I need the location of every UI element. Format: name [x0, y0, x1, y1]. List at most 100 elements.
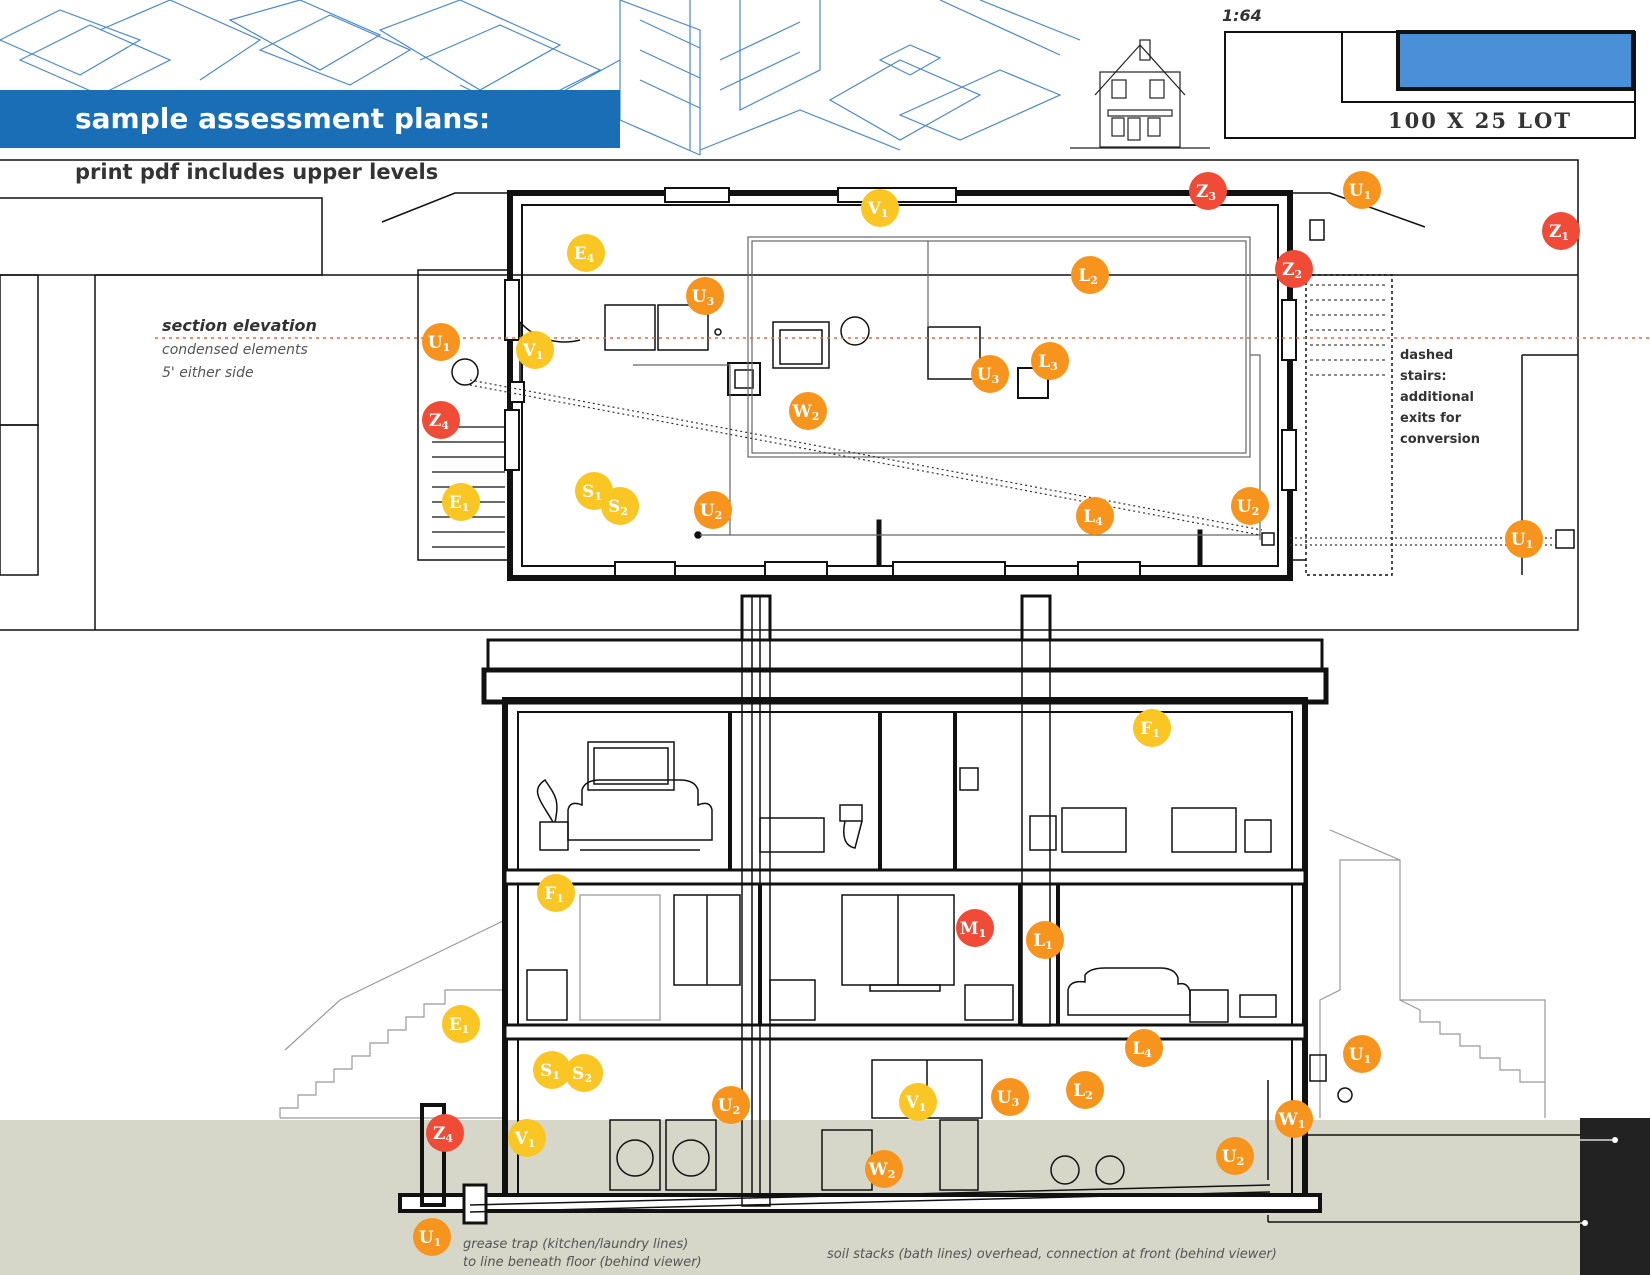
marker-plan-u2: U2	[694, 491, 732, 529]
marker-circle	[1275, 250, 1313, 288]
marker-circle	[442, 1005, 480, 1043]
marker-circle	[1133, 709, 1171, 747]
scale-label: 1:64	[1222, 6, 1262, 25]
marker-section-u3: U3	[991, 1078, 1029, 1116]
section-elevation-title: section elevation	[162, 316, 317, 335]
marker-section-m1: M1	[956, 909, 994, 947]
plan-ducts	[633, 236, 1262, 540]
marker-section-v1: V1	[899, 1083, 937, 1121]
marker-plan-u1: U1	[1343, 171, 1381, 209]
marker-section-v1: V1	[508, 1119, 546, 1157]
stairs-note-line: conversion	[1400, 432, 1480, 447]
marker-circle	[1343, 1035, 1381, 1073]
lot-size-label: 100 X 25 LOT	[1388, 108, 1572, 133]
marker-circle	[1076, 497, 1114, 535]
marker-plan-w2: W2	[789, 392, 827, 430]
marker-circle	[508, 1119, 546, 1157]
marker-circle	[516, 331, 554, 369]
marker-section-u2: U2	[712, 1086, 750, 1124]
marker-circle	[1505, 520, 1543, 558]
page-subtitle: print pdf includes upper levels	[75, 160, 439, 184]
marker-circle	[1189, 172, 1227, 210]
marker-circle	[1066, 1071, 1104, 1109]
plan-house-walls	[504, 187, 1297, 581]
marker-circle	[694, 491, 732, 529]
marker-plan-u1: U1	[1505, 520, 1543, 558]
marker-plan-u1: U1	[422, 323, 460, 361]
marker-circle	[601, 487, 639, 525]
marker-section-u1: U1	[1343, 1035, 1381, 1073]
marker-plan-z2: Z2	[1275, 250, 1313, 288]
marker-section-l2: L2	[1066, 1071, 1104, 1109]
grease-trap-note-line: to line beneath floor (behind viewer)	[463, 1255, 702, 1270]
marker-circle	[1275, 1100, 1313, 1138]
marker-circle	[442, 483, 480, 521]
marker-circle	[422, 323, 460, 361]
stairs-note-line: dashed	[1400, 348, 1454, 363]
marker-plan-e4: E4	[567, 234, 605, 272]
grease-trap-note: grease trap (kitchen/laundry lines) to l…	[463, 1236, 702, 1272]
stairs-note-line: exits for	[1400, 411, 1462, 426]
marker-plan-u2: U2	[1231, 487, 1269, 525]
marker-section-l1: L1	[1026, 921, 1064, 959]
marker-plan-z3: Z3	[1189, 172, 1227, 210]
marker-section-z4: Z4	[426, 1114, 464, 1152]
marker-circle	[686, 277, 724, 315]
marker-plan-l2: L2	[1071, 256, 1109, 294]
marker-circle	[1542, 212, 1580, 250]
plan-right-stairs-dashed	[1310, 284, 1386, 376]
marker-plan-s2: S2	[601, 487, 639, 525]
marker-plan-u3: U3	[971, 355, 1009, 393]
section-plumbing	[469, 595, 1580, 1223]
plan-interior	[451, 304, 1275, 546]
cottage-elevation-thumbnail	[1070, 39, 1210, 149]
marker-circle	[789, 392, 827, 430]
marker-section-e1: E1	[442, 1005, 480, 1043]
marker-circle	[1071, 256, 1109, 294]
lot-diagram	[1224, 30, 1636, 139]
marker-section-f1: F1	[1133, 709, 1171, 747]
section-elevation-note-1: condensed elements	[162, 342, 308, 358]
marker-plan-v1: V1	[861, 189, 899, 227]
marker-circle	[865, 1150, 903, 1188]
marker-section-w2: W2	[865, 1150, 903, 1188]
soil-stacks-note: soil stacks (bath lines) overhead, conne…	[827, 1247, 1277, 1262]
marker-circle	[971, 355, 1009, 393]
marker-section-u1: U1	[413, 1218, 451, 1256]
dashed-stairs-note: dashed stairs: additional exits for conv…	[1400, 345, 1480, 450]
marker-circle	[565, 1054, 603, 1092]
marker-circle	[1031, 342, 1069, 380]
marker-circle	[861, 189, 899, 227]
marker-circle	[413, 1218, 451, 1256]
marker-circle	[991, 1078, 1029, 1116]
marker-plan-v1: V1	[516, 331, 554, 369]
marker-plan-l3: L3	[1031, 342, 1069, 380]
marker-section-s1: S1	[533, 1051, 571, 1089]
marker-circle	[426, 1114, 464, 1152]
marker-circle	[899, 1083, 937, 1121]
marker-circle	[422, 401, 460, 439]
grease-trap-note-line: grease trap (kitchen/laundry lines)	[463, 1237, 689, 1252]
section-elevation-note-2: 5' either side	[162, 365, 254, 381]
marker-plan-l4: L4	[1076, 497, 1114, 535]
section-exterior-stairs	[279, 829, 1546, 1119]
marker-plan-e1: E1	[442, 483, 480, 521]
marker-circle	[1026, 921, 1064, 959]
marker-plan-u3: U3	[686, 277, 724, 315]
stairs-note-line: additional	[1400, 390, 1474, 405]
marker-circle	[712, 1086, 750, 1124]
marker-circle	[533, 1051, 571, 1089]
marker-circle	[1343, 171, 1381, 209]
marker-section-u2: U2	[1216, 1137, 1254, 1175]
marker-section-w1: W1	[1275, 1100, 1313, 1138]
page-title: sample assessment plans: Cottage	[0, 90, 620, 193]
marker-circle	[1125, 1029, 1163, 1067]
marker-circle	[1216, 1137, 1254, 1175]
marker-section-l4: L4	[1125, 1029, 1163, 1067]
marker-section-s2: S2	[565, 1054, 603, 1092]
marker-circle	[537, 874, 575, 912]
marker-circle	[1231, 487, 1269, 525]
marker-circle	[567, 234, 605, 272]
